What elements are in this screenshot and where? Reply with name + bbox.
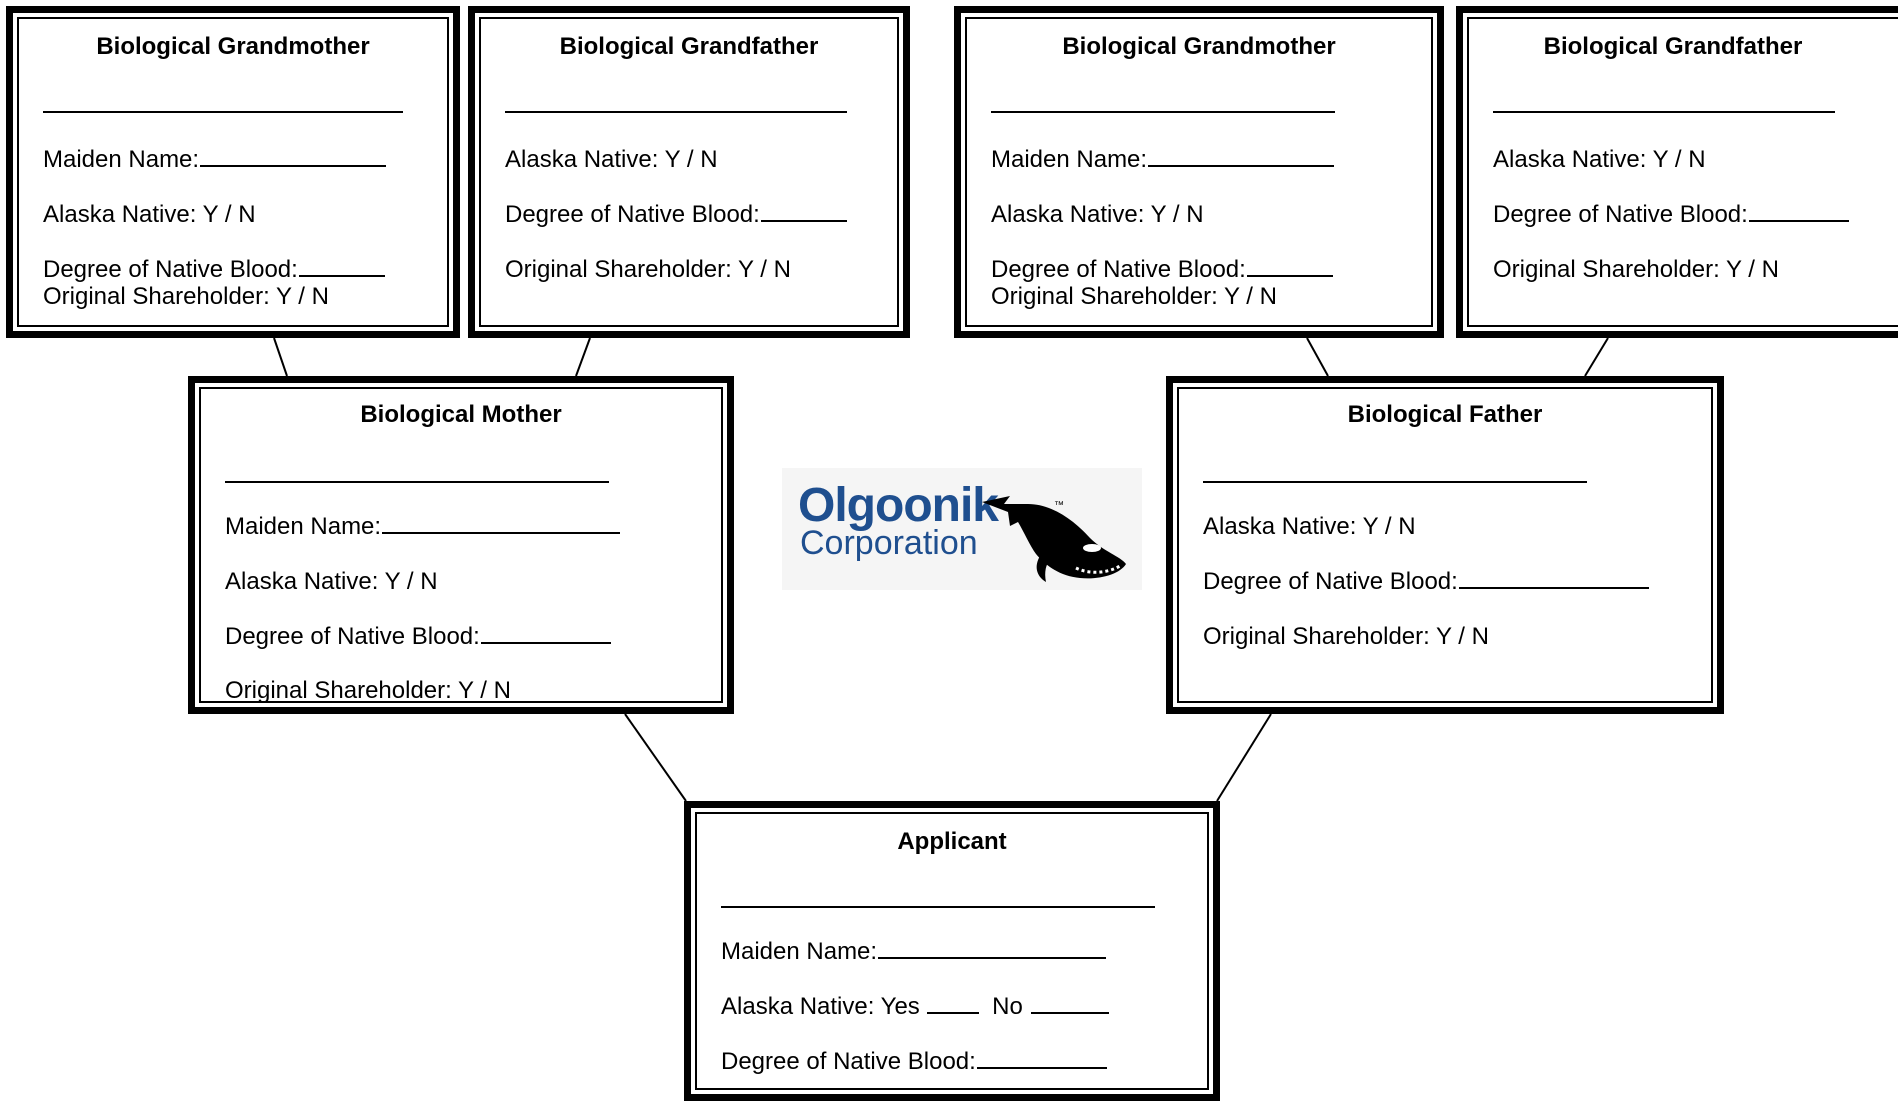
- alaska-native-field[interactable]: Alaska Native: Y / N: [1203, 513, 1416, 540]
- degree-blood-label: Degree of Native Blood:: [505, 201, 760, 228]
- box-applicant: Applicant Maiden Name: Alaska Native: Ye…: [684, 801, 1220, 1101]
- logo-wordmark: Olgoonik: [798, 479, 999, 532]
- alaska-native-field[interactable]: Alaska Native: Y / N: [505, 146, 718, 173]
- degree-blood-field[interactable]: Degree of Native Blood:: [225, 623, 611, 651]
- box-maternal-grandmother: Biological Grandmother Maiden Name: Alas…: [6, 6, 460, 338]
- no-blank[interactable]: [1030, 1011, 1109, 1014]
- maiden-name-field[interactable]: Maiden Name:: [991, 146, 1335, 174]
- name-field[interactable]: [1203, 481, 1587, 483]
- degree-blood-label: Degree of Native Blood:: [43, 256, 298, 283]
- box-paternal-grandmother: Biological Grandmother Maiden Name: Alas…: [954, 6, 1444, 338]
- maiden-name-label: Maiden Name:: [721, 938, 878, 965]
- box-title: Biological Grandfather: [1543, 33, 1803, 60]
- degree-blood-field[interactable]: Degree of Native Blood:: [1493, 201, 1849, 229]
- box-biological-father: Biological Father Alaska Native: Y / N D…: [1166, 376, 1724, 714]
- alaska-native-field[interactable]: Alaska Native: Y / N: [225, 568, 438, 595]
- degree-blood-field[interactable]: Degree of Native Blood:: [721, 1048, 1107, 1076]
- box-title: Biological Grandmother: [1062, 33, 1336, 60]
- maiden-name-label: Maiden Name:: [225, 513, 382, 540]
- maiden-name-field[interactable]: Maiden Name:: [721, 938, 1107, 966]
- original-shareholder-field[interactable]: Original Shareholder: Y / N: [43, 283, 329, 310]
- logo-subtitle: Corporation: [800, 524, 978, 562]
- maiden-name-field[interactable]: Maiden Name:: [43, 146, 387, 174]
- name-field[interactable]: [721, 906, 1155, 908]
- original-shareholder-field[interactable]: Original Shareholder: Y / N: [225, 677, 511, 704]
- box-paternal-grandfather: Biological Grandfather Alaska Native: Y …: [1456, 6, 1898, 338]
- box-biological-mother: Biological Mother Maiden Name: Alaska Na…: [188, 376, 734, 714]
- maiden-name-field[interactable]: Maiden Name:: [225, 513, 621, 541]
- trademark-symbol: ™: [1054, 500, 1064, 511]
- alaska-native-field[interactable]: Alaska Native: Y / N: [1493, 146, 1706, 173]
- alaska-native-field[interactable]: Alaska Native: Yes No: [721, 993, 1109, 1021]
- degree-blood-field[interactable]: Degree of Native Blood:: [43, 256, 385, 284]
- alaska-native-field[interactable]: Alaska Native: Y / N: [43, 201, 256, 228]
- olgoonik-logo: Olgoonik Corporation ™: [782, 468, 1142, 590]
- alaska-native-field[interactable]: Alaska Native: Y / N: [991, 201, 1204, 228]
- degree-blood-label: Degree of Native Blood:: [721, 1048, 976, 1075]
- box-maternal-grandfather: Biological Grandfather Alaska Native: Y …: [468, 6, 910, 338]
- maiden-name-label: Maiden Name:: [991, 146, 1148, 173]
- yes-blank[interactable]: [927, 1011, 980, 1014]
- original-shareholder-field[interactable]: Original Shareholder: Y / N: [1203, 623, 1489, 650]
- box-title: Biological Mother: [360, 401, 562, 428]
- degree-blood-field[interactable]: Degree of Native Blood:: [991, 256, 1333, 284]
- name-field[interactable]: [225, 481, 609, 483]
- box-title: Applicant: [897, 828, 1007, 855]
- box-title: Biological Grandfather: [559, 33, 819, 60]
- original-shareholder-field[interactable]: Original Shareholder: Y / N: [991, 283, 1277, 310]
- degree-blood-label: Degree of Native Blood:: [1203, 568, 1458, 595]
- maiden-name-label: Maiden Name:: [43, 146, 200, 173]
- original-shareholder-field[interactable]: Original Shareholder: Y / N: [505, 256, 791, 283]
- original-shareholder-field[interactable]: Original Shareholder: Y / N: [1493, 256, 1779, 283]
- degree-blood-label: Degree of Native Blood:: [225, 623, 480, 650]
- degree-blood-label: Degree of Native Blood:: [1493, 201, 1748, 228]
- name-field[interactable]: [43, 111, 403, 113]
- name-field[interactable]: [505, 111, 847, 113]
- degree-blood-field[interactable]: Degree of Native Blood:: [1203, 568, 1649, 596]
- no-label: No: [992, 993, 1023, 1020]
- box-title: Biological Grandmother: [96, 33, 370, 60]
- box-title: Biological Father: [1347, 401, 1543, 428]
- whale-icon: [982, 496, 1126, 582]
- alaska-native-yes-label: Alaska Native: Yes: [721, 993, 920, 1020]
- name-field[interactable]: [1493, 111, 1835, 113]
- name-field[interactable]: [991, 111, 1335, 113]
- degree-blood-label: Degree of Native Blood:: [991, 256, 1246, 283]
- degree-blood-field[interactable]: Degree of Native Blood:: [505, 201, 847, 229]
